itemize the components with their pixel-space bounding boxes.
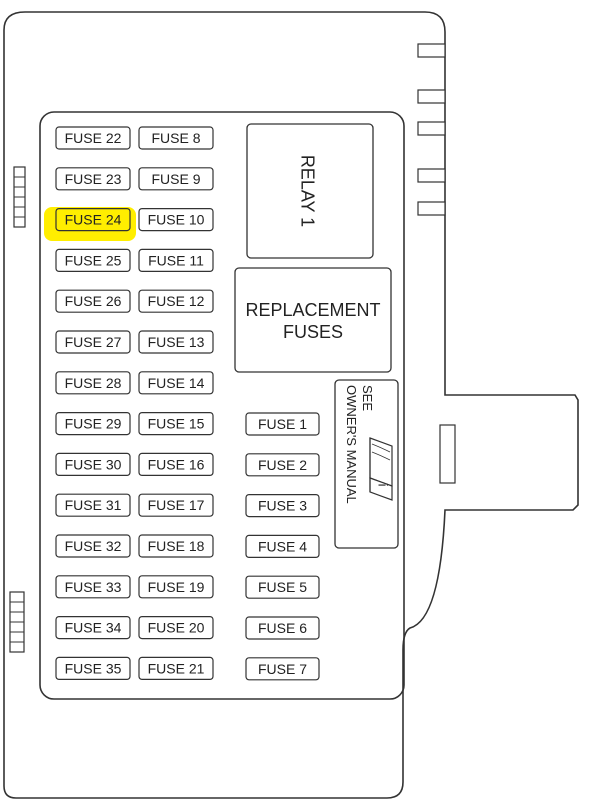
fuse-slot bbox=[138, 452, 214, 476]
fuse-label: FUSE 10 bbox=[148, 212, 205, 228]
fuse-slot bbox=[138, 208, 214, 232]
fuse-slot bbox=[55, 289, 131, 313]
fuse-label: FUSE 14 bbox=[148, 375, 205, 391]
fuse-label: FUSE 19 bbox=[148, 579, 205, 595]
fuse-label: FUSE 17 bbox=[148, 497, 205, 513]
fuse-label: FUSE 35 bbox=[65, 660, 122, 676]
fuse-slot bbox=[55, 656, 131, 681]
fuse-label: FUSE 30 bbox=[65, 456, 122, 472]
fuse-label: FUSE 28 bbox=[65, 375, 122, 391]
relay-1-label: RELAY 1 bbox=[297, 155, 317, 227]
fuse-slot bbox=[55, 493, 131, 517]
fuse-label: FUSE 2 bbox=[258, 457, 307, 473]
fuse-column-c: FUSE 1 FUSE 2 FUSE 3 FUSE 4 FUSE 5 FUSE 6 FUSE… bbox=[245, 412, 320, 681]
fuse-label: FUSE 20 bbox=[148, 620, 205, 636]
right-side-tabs bbox=[417, 43, 446, 216]
fuse-slot bbox=[55, 412, 131, 436]
fuse-slot bbox=[138, 575, 214, 599]
replacement-label-line2: FUSES bbox=[283, 322, 343, 342]
manual-label-line1: SEE bbox=[360, 385, 375, 411]
fuse-label: FUSE 26 bbox=[65, 293, 122, 309]
manual-label-line2: OWNER'S MANUAL bbox=[344, 385, 359, 504]
fuse-column-b: FUSE 8 FUSE 9 FUSE 10 FUSE 11 FUSE 12 FUSE 13… bbox=[138, 126, 214, 681]
replacement-label-line1: REPLACEMENT bbox=[245, 300, 380, 320]
side-tab bbox=[417, 201, 446, 216]
fuse-slot bbox=[55, 167, 131, 191]
fuse-slot bbox=[55, 534, 131, 558]
fuse-slot bbox=[138, 126, 214, 150]
fuse-slot bbox=[138, 493, 214, 517]
side-tab bbox=[417, 121, 446, 136]
fuse-slot bbox=[55, 126, 131, 150]
fuse-slot bbox=[138, 656, 214, 681]
fuse-label: FUSE 12 bbox=[148, 293, 205, 309]
fuse-label: FUSE 9 bbox=[151, 171, 200, 187]
fuse-slot bbox=[138, 412, 214, 436]
fuse-label: FUSE 23 bbox=[65, 171, 122, 187]
left-latch-top bbox=[13, 166, 26, 228]
fuse-slot bbox=[138, 615, 214, 640]
fuse-label: FUSE 7 bbox=[258, 661, 307, 677]
fuse-slot bbox=[138, 330, 214, 354]
fuse-label: FUSE 3 bbox=[258, 498, 307, 514]
fuse-slot bbox=[245, 534, 320, 559]
fuse-label: FUSE 34 bbox=[65, 620, 122, 636]
fuse-label: FUSE 1 bbox=[258, 416, 307, 432]
relay-1: RELAY 1 bbox=[246, 123, 374, 259]
fuse-label: FUSE 22 bbox=[65, 130, 122, 146]
fuse-slot bbox=[245, 453, 320, 477]
fuse-slot bbox=[138, 167, 214, 191]
side-tab bbox=[417, 43, 446, 58]
fuse-slot bbox=[55, 452, 131, 476]
side-tab bbox=[417, 168, 446, 183]
fuse-slot bbox=[245, 494, 320, 518]
side-tab bbox=[417, 89, 446, 104]
fuse-label: FUSE 25 bbox=[65, 252, 122, 268]
fuse-slot bbox=[55, 575, 131, 599]
fuse-slot bbox=[138, 371, 214, 395]
fuse-label: FUSE 21 bbox=[148, 660, 205, 676]
fuse-label: FUSE 31 bbox=[65, 497, 122, 513]
fuse-slot bbox=[245, 616, 320, 640]
fuse-label: FUSE 18 bbox=[148, 538, 205, 554]
replacement-fuses: REPLACEMENT FUSES bbox=[234, 267, 392, 373]
fuse-slot bbox=[55, 371, 131, 395]
fuse-slot bbox=[138, 248, 214, 272]
fuse-slot bbox=[55, 208, 131, 232]
fuse-label: FUSE 6 bbox=[258, 620, 307, 636]
fuse-label: FUSE 11 bbox=[148, 252, 204, 268]
fuse-slot bbox=[55, 330, 131, 354]
fuse-slot bbox=[138, 289, 214, 313]
fuse-column-a: FUSE 22 FUSE 23 FUSE 24 FUSE 25 FUSE 26 FUSE … bbox=[55, 126, 131, 681]
connector-slot bbox=[439, 424, 456, 484]
left-latch-bottom bbox=[9, 591, 25, 653]
fuse-label: FUSE 27 bbox=[65, 334, 122, 350]
fuse-label: FUSE 33 bbox=[65, 579, 122, 595]
fuse-highlight bbox=[44, 207, 136, 241]
fuse-label: FUSE 24 bbox=[65, 212, 122, 228]
fuse-label: FUSE 4 bbox=[258, 538, 307, 554]
fuse-label: FUSE 32 bbox=[65, 538, 122, 554]
fuse-slot bbox=[55, 615, 131, 640]
fuse-slot bbox=[245, 575, 320, 599]
info-icon: i bbox=[376, 484, 391, 487]
owners-manual-notice: SEE OWNER'S MANUAL i bbox=[334, 379, 399, 549]
fuse-label: FUSE 16 bbox=[148, 456, 205, 472]
book-icon: i bbox=[369, 437, 393, 501]
fuse-slot bbox=[245, 657, 320, 681]
fuse-slot bbox=[55, 248, 131, 272]
fuse-label: FUSE 5 bbox=[258, 579, 307, 595]
fuse-slot bbox=[245, 412, 320, 436]
fuse-slot bbox=[138, 534, 214, 558]
fuse-panel bbox=[39, 111, 405, 700]
fuse-label: FUSE 8 bbox=[151, 130, 200, 146]
fuse-label: FUSE 13 bbox=[148, 334, 205, 350]
fuse-label: FUSE 29 bbox=[65, 416, 122, 432]
fuse-label: FUSE 15 bbox=[148, 416, 205, 432]
